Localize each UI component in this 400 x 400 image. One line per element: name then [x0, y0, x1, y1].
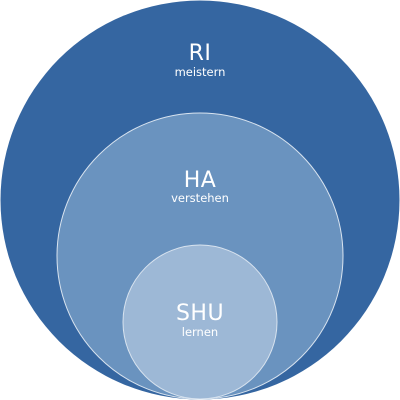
shu-title: SHU: [175, 301, 225, 326]
ri-subtitle: meistern: [174, 65, 226, 79]
ri-title: RI: [188, 41, 212, 66]
ha-title: HA: [183, 168, 217, 193]
ha-subtitle: verstehen: [171, 191, 229, 205]
shu-subtitle: lernen: [181, 325, 219, 339]
ring-inner-shu: [122, 244, 278, 400]
